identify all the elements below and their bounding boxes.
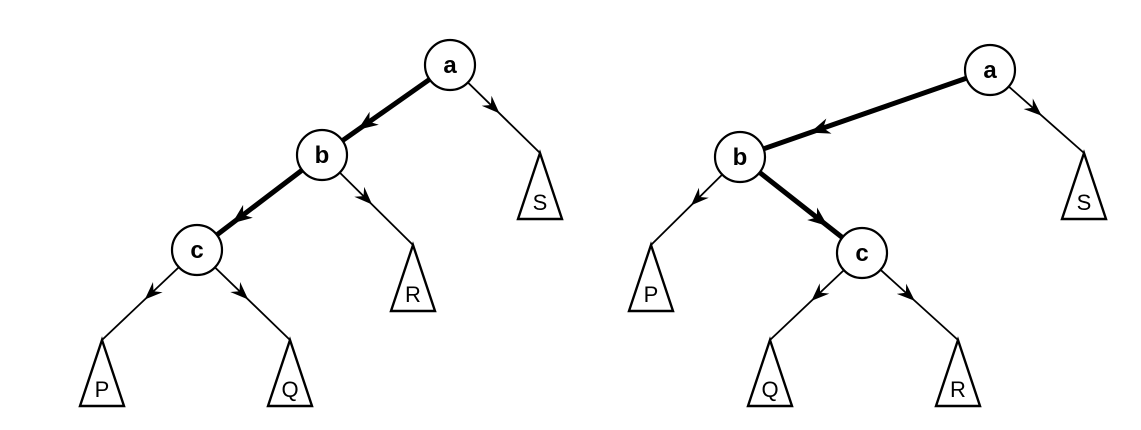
subtree-label: Q [761, 377, 778, 402]
edge-a-b [739, 67, 991, 160]
subtree-R: R [389, 241, 437, 313]
arrowhead [357, 111, 379, 130]
node-circle [713, 130, 767, 184]
arrowhead [481, 95, 500, 114]
subtree-S: S [516, 149, 564, 221]
subtree-label: S [533, 190, 548, 215]
arrowhead [691, 187, 709, 206]
node-label: b [315, 142, 330, 169]
node-circle [170, 223, 224, 277]
subtree-triangle [934, 336, 982, 408]
node-label: b [733, 144, 748, 171]
subtree-label: S [1077, 190, 1092, 215]
arrowhead [811, 283, 830, 301]
edge-line [739, 67, 991, 160]
edge-b-c [195, 153, 324, 252]
node-a: a [423, 38, 477, 92]
subtree-triangle [266, 336, 314, 408]
arrowhead [807, 207, 828, 227]
left-tree: P Q R Sa b c [78, 38, 564, 408]
node-label: a [443, 52, 457, 79]
subtree-triangle [746, 336, 794, 408]
arrowhead [896, 283, 915, 301]
node-label: c [855, 240, 868, 267]
subtree-label: P [644, 282, 659, 307]
node-circle [295, 128, 349, 182]
subtree-S: S [1060, 149, 1108, 221]
subtree-Q: Q [746, 336, 794, 408]
arrowhead [230, 282, 249, 300]
node-c: c [170, 223, 224, 277]
subtree-triangle [78, 336, 126, 408]
node-circle [423, 38, 477, 92]
edge-line [195, 153, 324, 252]
subtree-triangle [389, 241, 437, 313]
right-tree: P Q R Sa b c [627, 43, 1108, 408]
arrowhead [810, 118, 832, 134]
node-b: b [713, 130, 767, 184]
subtree-label: R [950, 377, 966, 402]
arrowhead [232, 204, 253, 224]
subtree-P: P [78, 336, 126, 408]
subtree-Q: Q [266, 336, 314, 408]
arrowhead [354, 186, 373, 205]
subtree-P: P [627, 241, 675, 313]
subtree-triangle [627, 241, 675, 313]
node-c: c [835, 226, 889, 280]
subtree-triangle [1060, 149, 1108, 221]
arrowhead [144, 282, 163, 300]
node-label: c [190, 237, 203, 264]
subtree-label: P [95, 377, 110, 402]
arrowhead [1023, 98, 1042, 116]
node-circle [963, 43, 1017, 97]
subtree-label: R [405, 282, 421, 307]
node-label: a [983, 57, 997, 84]
node-circle [835, 226, 889, 280]
subtree-label: Q [281, 377, 298, 402]
node-b: b [295, 128, 349, 182]
subtree-triangle [516, 149, 564, 221]
node-a: a [963, 43, 1017, 97]
subtree-R: R [934, 336, 982, 408]
